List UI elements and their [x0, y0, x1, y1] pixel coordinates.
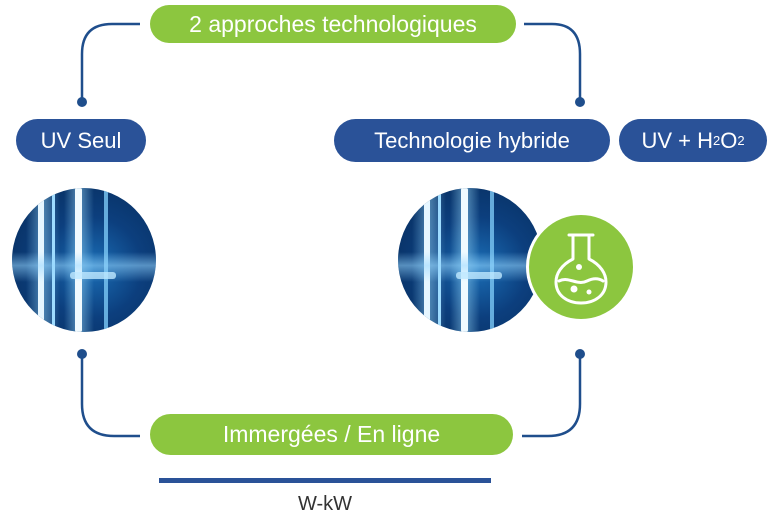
connector-top-right [524, 22, 582, 102]
uv-seul-label: UV Seul [16, 119, 146, 162]
scale-bar [159, 478, 491, 483]
hybrid-label: Technologie hybride [334, 119, 610, 162]
connector-bottom-left [80, 354, 140, 438]
connector-dot [575, 349, 585, 359]
connector-top-left [80, 22, 140, 102]
uv-lamp-image-left [12, 188, 156, 332]
scale-label: W-kW [297, 493, 353, 515]
connector-dot [77, 349, 87, 359]
uv-h2o2-prefix: UV + H [641, 127, 713, 153]
connector-bottom-right [522, 354, 582, 438]
uv-lamp-image-right [398, 188, 542, 332]
bottom-label: Immergées / En ligne [150, 414, 513, 455]
top-label: 2 approches technologiques [150, 5, 516, 43]
connector-dot [77, 97, 87, 107]
flask-icon [554, 233, 608, 305]
flask-badge [526, 212, 636, 322]
uv-h2o2-mid: O [720, 127, 738, 153]
connector-dot [575, 97, 585, 107]
